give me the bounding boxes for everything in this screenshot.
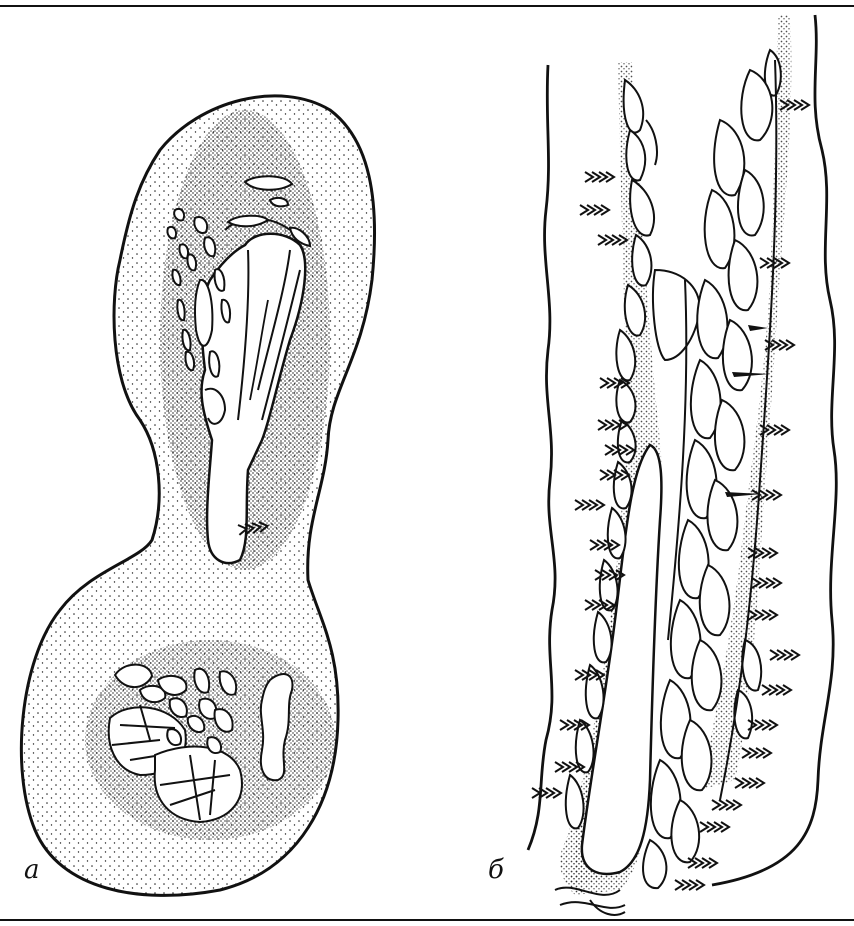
panel-a-label: а: [24, 855, 40, 885]
panel-b-left-boundary: [528, 65, 555, 850]
panel-b-drawing: [528, 15, 836, 915]
panel-b-label: б: [488, 855, 504, 885]
panel-a-drawing: [21, 96, 374, 896]
